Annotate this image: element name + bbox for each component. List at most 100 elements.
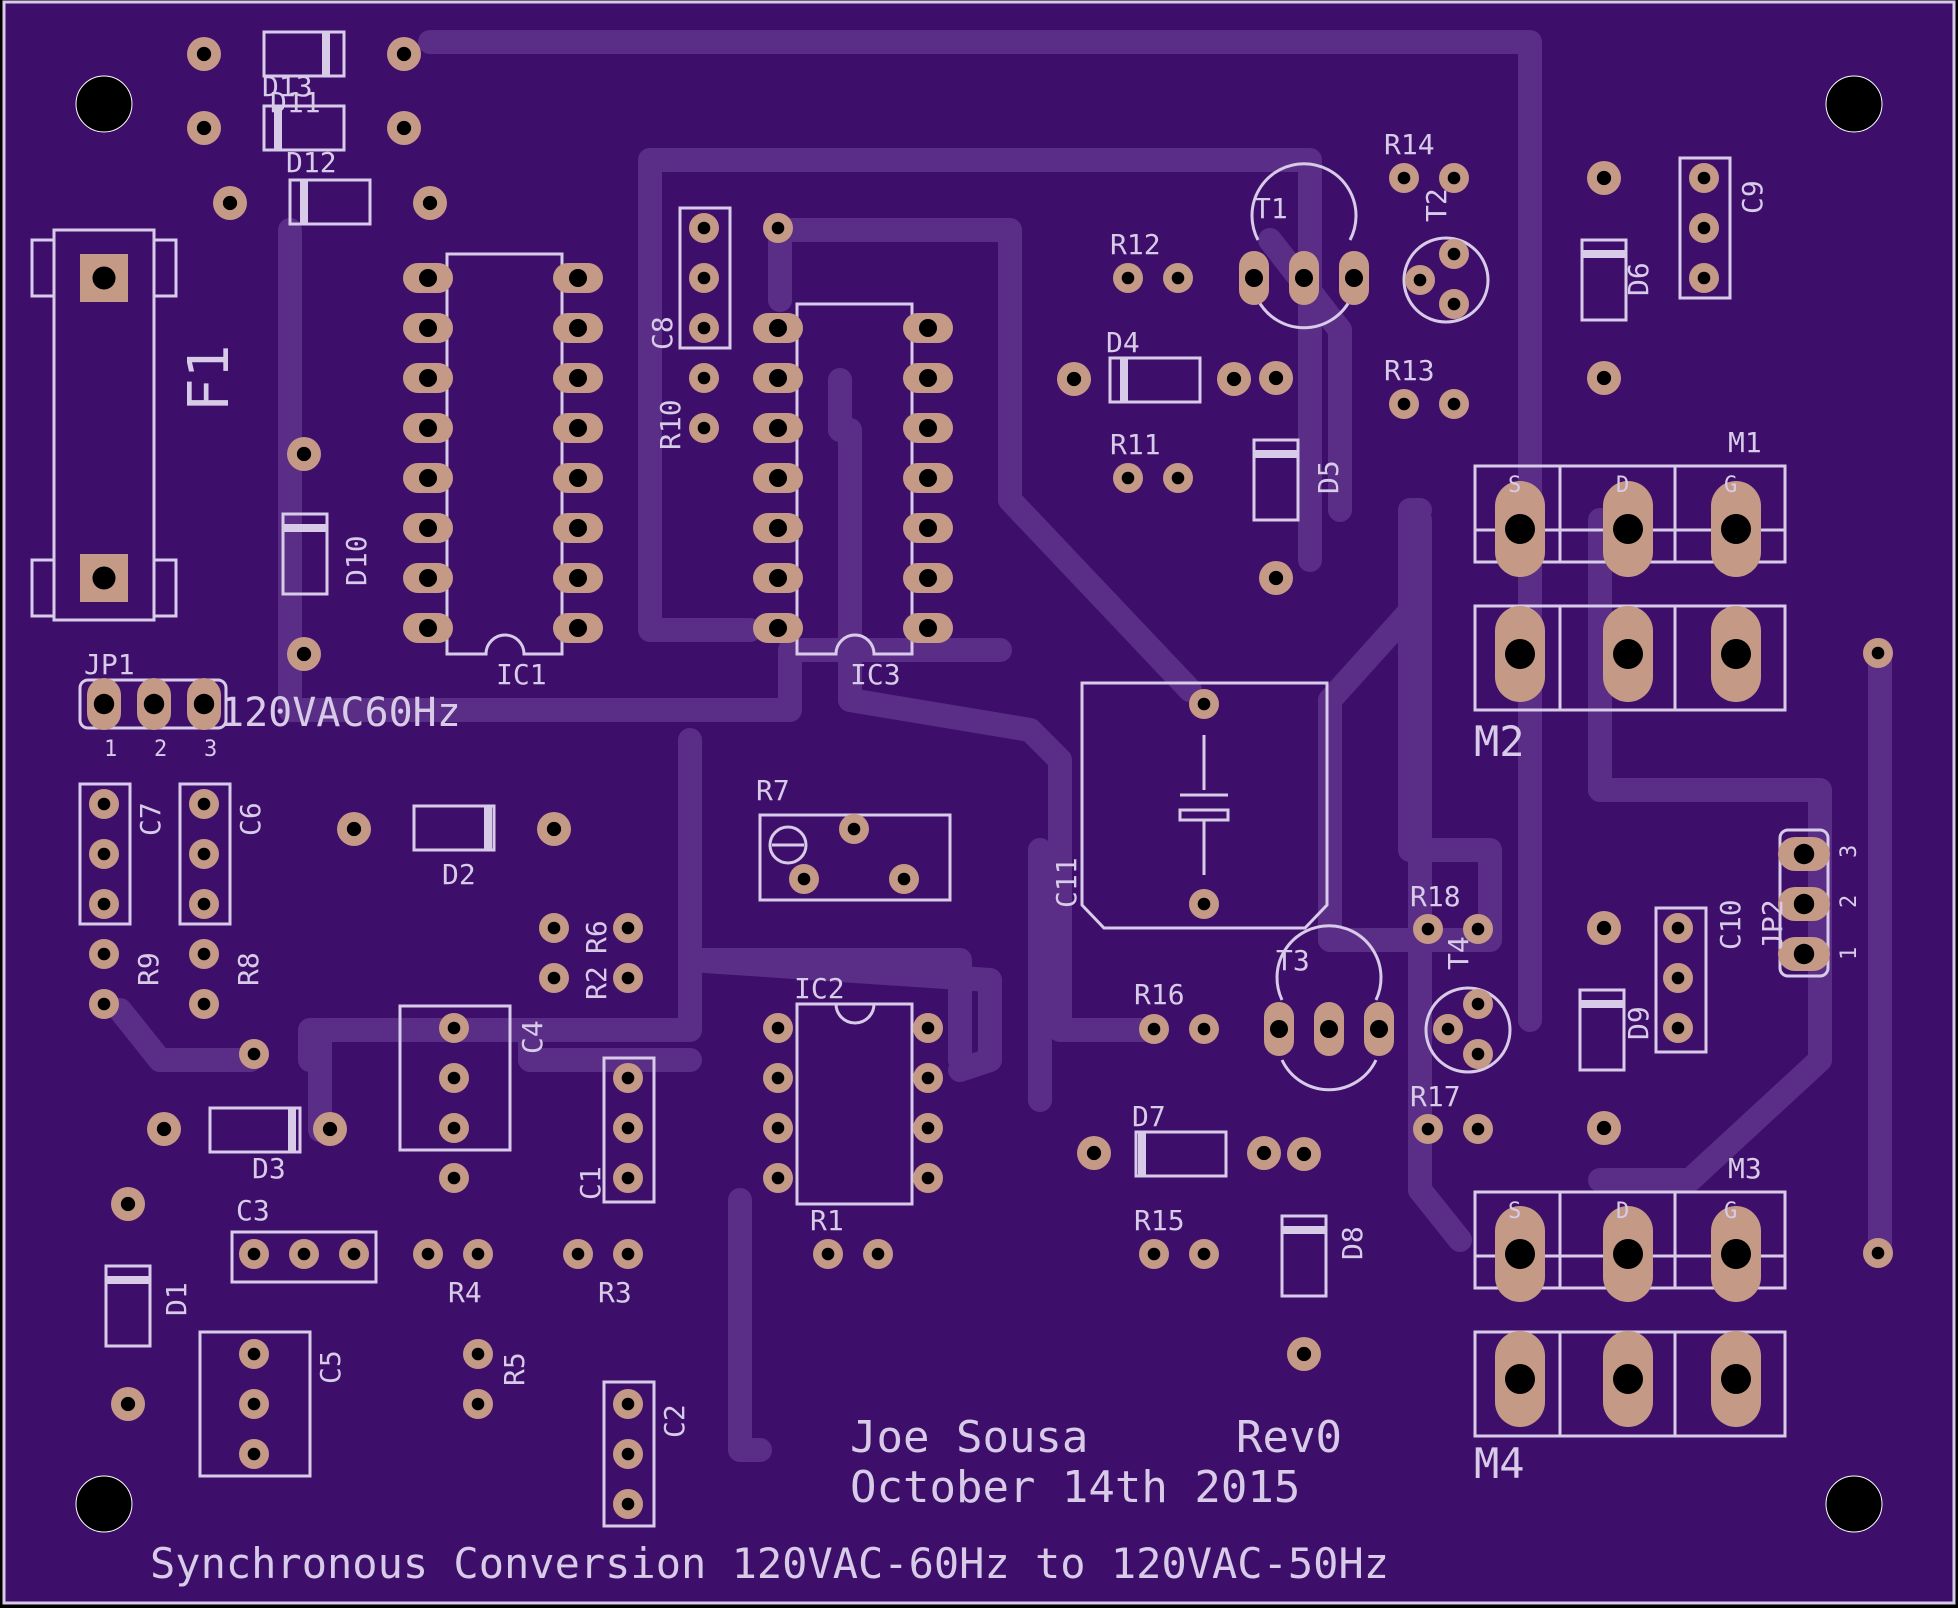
drill-hole [697, 271, 711, 285]
ref-label: D9 [1622, 1006, 1655, 1040]
drill-hole [1171, 271, 1185, 285]
reference-designators: D13 D11 D12 F1 D10 JP1 IC1 C8 R10 IC3 R1… [84, 70, 1789, 1488]
drill-hole [419, 469, 437, 487]
drill-hole [569, 519, 587, 537]
date-label: October 14th 2015 [850, 1462, 1300, 1513]
drill-hole [1613, 639, 1643, 669]
drill-hole [569, 569, 587, 587]
drill-hole [471, 1397, 485, 1411]
ref-label: C6 [234, 802, 267, 836]
ref-label: R15 [1134, 1204, 1185, 1237]
drill-hole [769, 419, 787, 437]
drill-hole [1197, 697, 1211, 711]
drill-hole [197, 947, 211, 961]
drill-hole [1296, 1146, 1312, 1162]
jp1-pin-label: 3 [204, 737, 217, 762]
ref-label: F1 [177, 345, 242, 412]
drill-hole [919, 369, 937, 387]
author-label: Joe Sousa [850, 1412, 1088, 1463]
drill-hole [1345, 269, 1363, 287]
drill-hole [422, 195, 438, 211]
ref-label: R14 [1384, 128, 1435, 161]
ref-label: D2 [442, 858, 476, 891]
drill-hole [1613, 514, 1643, 544]
mosfet-pin-label: D [1616, 1199, 1629, 1224]
drill-hole [396, 46, 412, 62]
drill-hole [769, 319, 787, 337]
ref-label: C7 [134, 802, 167, 836]
mosfet-pin-label: S [1508, 473, 1521, 498]
drill-hole [569, 619, 587, 637]
drill-hole [1197, 897, 1211, 911]
drill-hole [621, 1071, 635, 1085]
drill-hole [1721, 514, 1751, 544]
drill-hole [1197, 1247, 1211, 1261]
drill-hole [421, 1247, 435, 1261]
drill-hole [1447, 397, 1461, 411]
ref-label: D1 [160, 1282, 193, 1316]
drill-hole [1697, 221, 1711, 235]
ref-label: R10 [654, 399, 687, 450]
jp1-pin-label: 2 [154, 737, 167, 762]
mounting-hole [1825, 1475, 1883, 1533]
ref-label: R13 [1384, 354, 1435, 387]
drill-hole [1066, 371, 1082, 387]
drill-hole [447, 1121, 461, 1135]
drill-hole [1447, 171, 1461, 185]
drill-hole [571, 1247, 585, 1261]
drill-hole [93, 693, 115, 715]
mosfet-pin-label: G [1724, 473, 1737, 498]
drill-hole [919, 469, 937, 487]
mosfet-pin-label: D [1616, 473, 1629, 498]
mosfet-pin-label: S [1508, 1199, 1521, 1224]
drill-hole [1121, 271, 1135, 285]
drill-hole [247, 1247, 261, 1261]
drill-hole [1505, 1364, 1535, 1394]
drill-hole [1441, 1022, 1455, 1036]
drill-hole [197, 897, 211, 911]
drill-hole [1471, 1122, 1485, 1136]
drill-hole [1086, 1145, 1102, 1161]
drill-hole [769, 619, 787, 637]
drill-hole [621, 1121, 635, 1135]
drill-hole [419, 319, 437, 337]
drill-hole [120, 1196, 136, 1212]
drill-hole [1270, 1020, 1288, 1038]
ref-label: JP2 [1756, 899, 1789, 950]
ref-label: C1 [574, 1166, 607, 1200]
ref-label: T4 [1442, 936, 1475, 970]
drill-hole [921, 1121, 935, 1135]
drill-hole [697, 221, 711, 235]
drill-hole [1471, 922, 1485, 936]
drill-hole [419, 519, 437, 537]
drill-hole [156, 1121, 172, 1137]
drill-hole [1147, 1022, 1161, 1036]
mounting-hole [75, 75, 133, 133]
drill-hole [1596, 920, 1612, 936]
ref-label: JP1 [84, 648, 135, 681]
drill-hole [196, 120, 212, 136]
diode-bodies [104, 30, 1628, 1348]
drill-hole [97, 797, 111, 811]
drill-hole [1613, 1239, 1643, 1269]
jp2-pin-label: 1 [1837, 947, 1862, 960]
drill-hole [769, 469, 787, 487]
drill-hole [897, 872, 911, 886]
drill-hole [447, 1071, 461, 1085]
drill-hole [197, 847, 211, 861]
ref-label: C9 [1736, 180, 1769, 214]
ref-label: M4 [1474, 1439, 1525, 1488]
drill-hole [1171, 471, 1185, 485]
drill-hole [771, 221, 785, 235]
drill-hole [1697, 271, 1711, 285]
ref-label: IC2 [794, 972, 845, 1005]
ref-label: R4 [448, 1276, 482, 1309]
drill-hole [621, 1171, 635, 1185]
drill-hole [547, 921, 561, 935]
drill-hole [697, 371, 711, 385]
ref-label: D3 [252, 1152, 286, 1185]
drill-hole [1671, 971, 1685, 985]
drill-hole [569, 419, 587, 437]
drill-hole [697, 421, 711, 435]
